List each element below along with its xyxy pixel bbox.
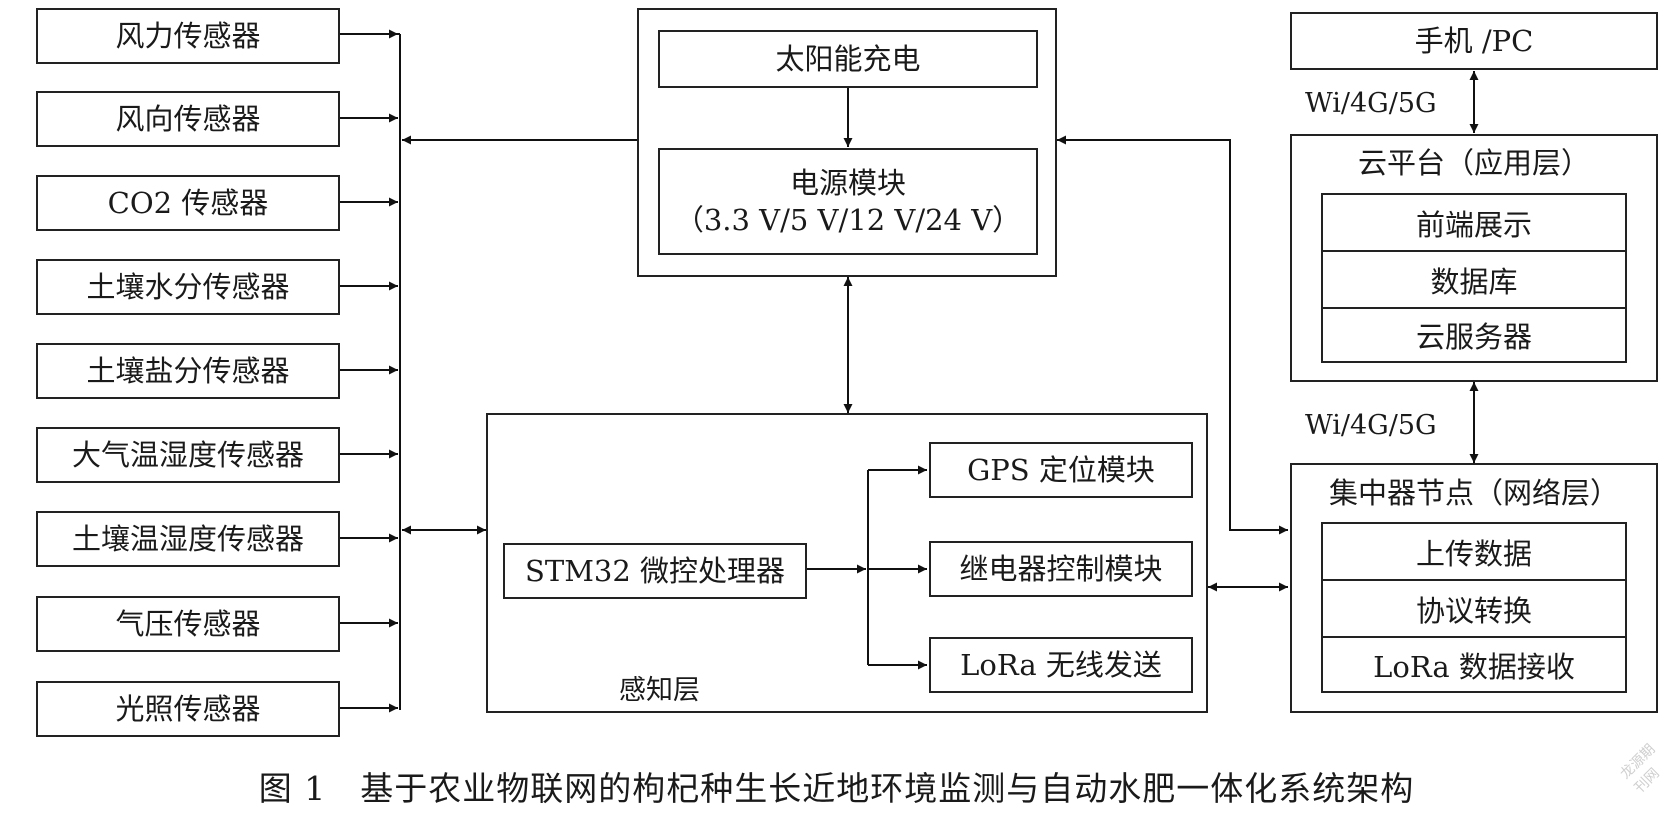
concentrator-item-upload: 上传数据 (1323, 524, 1625, 581)
sensor-light: 光照传感器 (36, 681, 340, 737)
figure-caption: 图 1 基于农业物联网的枸杞种生长近地环境监测与自动水肥一体化系统架构 (258, 769, 1415, 808)
cloud-item-server: 云服务器 (1415, 320, 1532, 354)
power-block (637, 8, 1057, 277)
link-label-bottom: Wi/4G/5G (1305, 410, 1437, 441)
solar-label: 太阳能充电 (775, 41, 921, 76)
mcu-label: STM32 微控处理器 (524, 553, 786, 588)
relay-label: 继电器控制模块 (959, 551, 1163, 586)
perception-layer (486, 413, 1208, 713)
sensor-air-temp-humidity: 大气温湿度传感器 (36, 427, 340, 483)
cloud-platform (1290, 134, 1658, 382)
concentrator-items: 上传数据 协议转换 LoRa 数据接收 (1321, 522, 1627, 693)
device-label: 手机 /PC (1414, 23, 1534, 58)
sensor-label: 土壤水分传感器 (86, 269, 290, 304)
sensor-label: 光照传感器 (115, 691, 261, 726)
power-module-box: 电源模块 （3.3 V/5 V/12 V/24 V） (658, 148, 1038, 255)
solar-charging-box: 太阳能充电 (658, 30, 1038, 88)
mcu-box: STM32 微控处理器 (503, 543, 807, 599)
sensor-label: 风力传感器 (115, 18, 261, 53)
power-module-title: 电源模块 (789, 166, 906, 201)
concentrator-item-protocol: 协议转换 (1323, 581, 1625, 638)
cloud-items: 前端展示 数据库 云服务器 (1321, 193, 1627, 363)
sensor-wind-direction: 风向传感器 (36, 91, 340, 147)
perception-layer-label: 感知层 (619, 675, 700, 706)
sensor-label: 土壤盐分传感器 (86, 353, 290, 388)
cloud-item-database: 数据库 (1323, 252, 1625, 309)
sensor-soil-temp-humidity: 土壤温湿度传感器 (36, 511, 340, 567)
cloud-platform-title: 云平台（应用层） (1357, 146, 1590, 180)
cloud-item-frontend: 前端展示 (1323, 195, 1625, 252)
sensor-label: 大气温湿度传感器 (71, 437, 304, 472)
relay-module-box: 继电器控制模块 (929, 541, 1193, 597)
gps-label: GPS 定位模块 (967, 452, 1155, 487)
power-module-voltages: （3.3 V/5 V/12 V/24 V） (674, 202, 1022, 237)
concentrator-item-lora-receive: LoRa 数据接收 (1373, 649, 1575, 684)
sensor-pressure: 气压传感器 (36, 596, 340, 652)
concentrator-title: 集中器节点（网络层） (1328, 476, 1619, 510)
sensor-wind-speed: 风力传感器 (36, 8, 340, 64)
lora-send-label: LoRa 无线发送 (960, 647, 1162, 682)
gps-module-box: GPS 定位模块 (929, 442, 1193, 498)
sensor-label: 风向传感器 (115, 101, 261, 136)
sensor-soil-salinity: 土壤盐分传感器 (36, 343, 340, 399)
lora-send-box: LoRa 无线发送 (929, 637, 1193, 693)
concentrator-node (1290, 463, 1658, 713)
arrow-power-concentrator (1057, 135, 1288, 535)
sensor-label: CO2 传感器 (107, 185, 269, 220)
sensor-soil-moisture: 土壤水分传感器 (36, 259, 340, 315)
sensor-label: 气压传感器 (115, 606, 261, 641)
link-label-top: Wi/4G/5G (1305, 88, 1437, 119)
sensor-label: 土壤温湿度传感器 (71, 521, 304, 556)
device-box: 手机 /PC (1290, 12, 1658, 70)
sensor-co2: CO2 传感器 (36, 175, 340, 231)
